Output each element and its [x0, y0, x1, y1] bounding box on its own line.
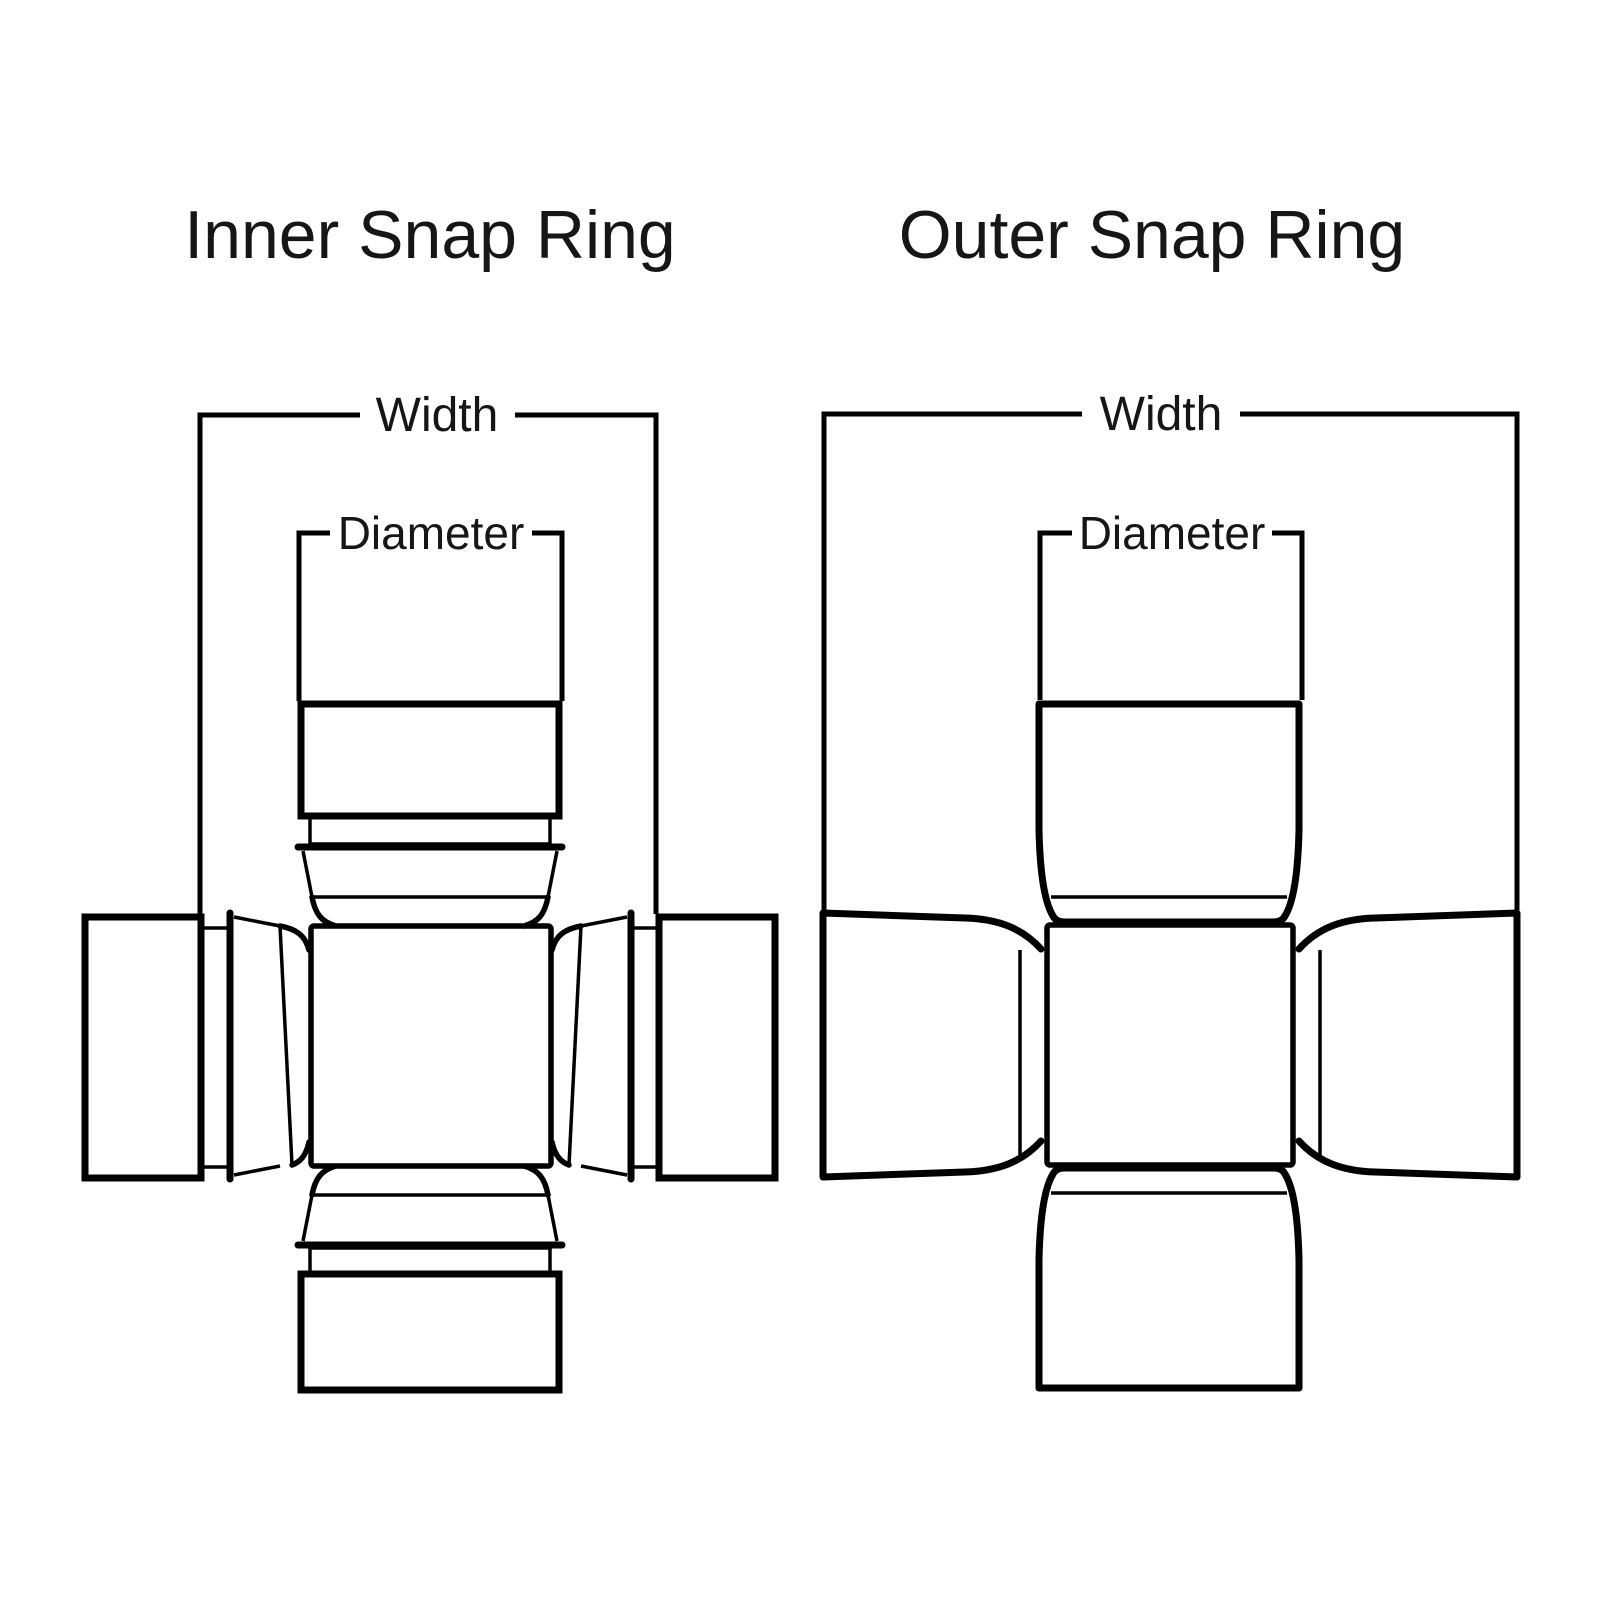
outer-width-label: Width: [1100, 388, 1223, 441]
inner-diameter-label: Diameter: [338, 507, 525, 559]
outer-bottom-cap-outline: [1035, 1164, 1303, 1392]
inner-bottom-bearing-cap: [294, 1163, 566, 1394]
inner-left-cap-rect: [81, 913, 205, 1182]
inner-width-dimension-bracket: Width: [197, 389, 659, 914]
inner-right-cap-rect: [655, 913, 779, 1182]
outer-right-cap-outline: [1295, 909, 1521, 1181]
inner-right-seal-taper: [549, 923, 584, 1168]
outer-diameter-dimension-bracket: Diameter: [1037, 507, 1305, 700]
outer-width-bracket-right: [1240, 411, 1520, 910]
inner-left-seal-ridge: [233, 915, 294, 1177]
outer-snap-ring-figure: Outer Snap Ring Width Diameter: [819, 197, 1521, 1392]
inner-figure-title: Inner Snap Ring: [184, 197, 675, 273]
inner-bottom-cap-step: [308, 1246, 552, 1274]
inner-bottom-seal-ridge: [301, 1193, 559, 1242]
inner-snap-ring-figure: Inner Snap Ring Width Diameter: [81, 197, 779, 1394]
inner-top-cap-step: [308, 817, 552, 846]
inner-right-bearing-cap: [549, 909, 779, 1183]
inner-top-seal-ridge: [301, 850, 559, 899]
outer-left-cap-outline: [819, 909, 1045, 1181]
inner-right-seal-ridge: [567, 915, 628, 1177]
outer-top-bearing-cap: [1035, 700, 1303, 926]
inner-top-seal-taper: [309, 894, 551, 929]
inner-left-cap-step: [201, 926, 228, 1169]
outer-bottom-bearing-cap: [1035, 1164, 1303, 1392]
inner-diameter-bracket-right: [532, 530, 565, 701]
outer-diameter-bracket-right: [1272, 530, 1305, 700]
outer-cross-body: [1044, 922, 1296, 1168]
inner-top-cap-rect: [297, 700, 563, 820]
inner-bottom-seal-taper: [309, 1163, 551, 1198]
outer-diameter-label: Diameter: [1079, 507, 1266, 559]
inner-cross-body: [308, 923, 554, 1169]
inner-right-cap-step: [633, 926, 659, 1169]
outer-top-cap-outline: [1035, 700, 1303, 926]
inner-diameter-bracket-left: [296, 530, 330, 701]
inner-width-bracket-right: [515, 412, 659, 914]
outer-diameter-bracket-left: [1037, 530, 1072, 700]
outer-right-bearing-cap: [1295, 909, 1521, 1181]
outer-figure-title: Outer Snap Ring: [899, 197, 1406, 273]
inner-left-seal-taper: [277, 923, 312, 1168]
inner-width-label: Width: [376, 389, 499, 442]
inner-top-bearing-cap: [294, 700, 566, 929]
inner-left-bearing-cap: [81, 909, 312, 1183]
inner-diameter-dimension-bracket: Diameter: [296, 507, 565, 701]
inner-bottom-cap-rect: [297, 1270, 563, 1394]
outer-width-dimension-bracket: Width: [821, 388, 1520, 910]
outer-left-bearing-cap: [819, 909, 1045, 1181]
inner-width-bracket-left: [197, 412, 360, 914]
outer-width-bracket-left: [821, 411, 1082, 910]
